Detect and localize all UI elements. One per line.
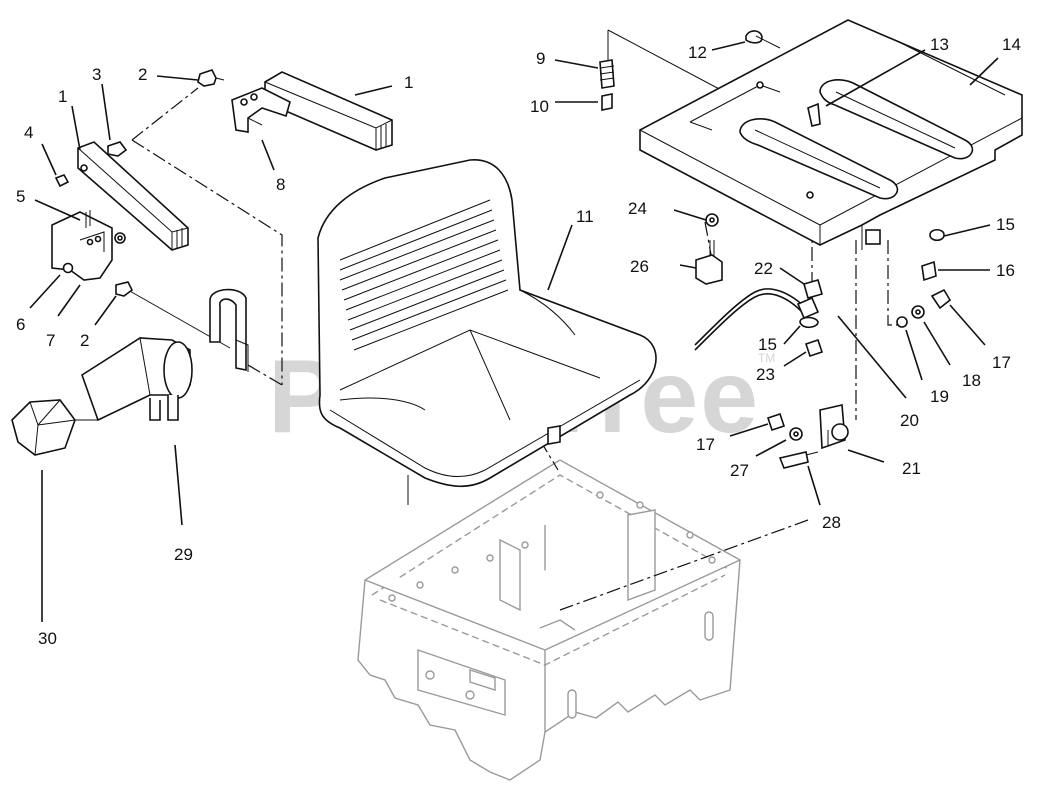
callout-22: 22 (754, 259, 773, 278)
callout-12: 12 (688, 43, 707, 62)
callout-5: 5 (16, 187, 25, 206)
callout-13: 13 (930, 35, 949, 54)
callout-27: 27 (730, 461, 749, 480)
callout-11: 11 (576, 207, 594, 226)
callout-6: 6 (16, 315, 25, 334)
callout-4: 4 (24, 123, 33, 142)
callout-17-lower: 17 (696, 435, 715, 454)
callout-3: 3 (92, 65, 101, 84)
watermark-trademark: TM (758, 351, 775, 365)
leader-lines (29, 41, 999, 622)
clamp-and-cylinder (11, 288, 249, 456)
callout-16: 16 (996, 261, 1015, 280)
callout-19: 19 (930, 387, 949, 406)
seat (317, 159, 657, 488)
callout-14: 14 (1002, 35, 1021, 54)
callout-24: 24 (628, 199, 647, 218)
callout-26: 26 (630, 257, 649, 276)
switch-hardware (694, 213, 952, 469)
callout-23: 23 (756, 365, 775, 384)
callout-10: 10 (530, 97, 549, 116)
armrest-left (51, 141, 189, 297)
callout-8: 8 (276, 175, 285, 194)
mower-frame (357, 459, 741, 781)
callout-9: 9 (536, 49, 545, 68)
callout-labels: 1 1 2 2 3 4 5 6 7 8 9 10 11 12 13 14 15 … (16, 35, 1021, 648)
callout-1-left: 1 (58, 87, 67, 106)
callout-28: 28 (822, 513, 841, 532)
callout-17-right: 17 (992, 353, 1011, 372)
armrest-upper (197, 69, 393, 151)
callout-15-center: 15 (758, 335, 777, 354)
callout-1-upper: 1 (404, 73, 413, 92)
seat-plate (599, 19, 1023, 250)
callout-18: 18 (962, 371, 981, 390)
callout-2-upper: 2 (138, 65, 147, 84)
callout-29: 29 (174, 545, 193, 564)
callout-21: 21 (902, 459, 921, 478)
callout-7: 7 (46, 331, 55, 350)
callout-20: 20 (900, 411, 919, 430)
callout-2-lower: 2 (80, 331, 89, 350)
callout-30: 30 (38, 629, 57, 648)
callout-15-right: 15 (996, 215, 1015, 234)
